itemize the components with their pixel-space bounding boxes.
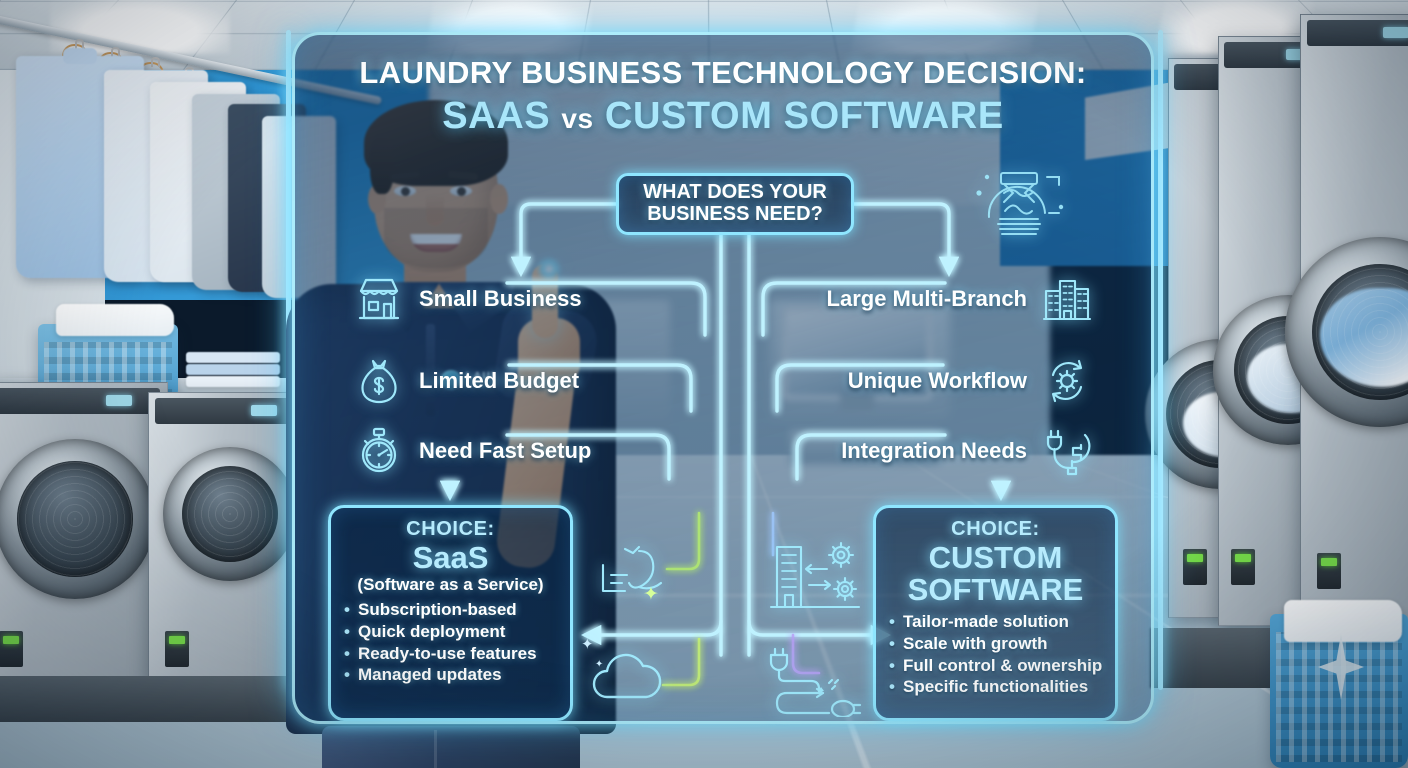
coin-slot (1231, 549, 1255, 585)
shirt-collar (63, 48, 97, 64)
folded-linen (186, 352, 280, 363)
list-item: Specific functionalities (888, 676, 1103, 698)
office-buildings-icon (1041, 273, 1093, 325)
list-item: Scale with growth (888, 633, 1103, 655)
saas-subtitle: (Software as a Service) (343, 575, 558, 595)
branch-item-large-multi-branch[interactable]: Large Multi-Branch (827, 273, 1093, 325)
branch-item-limited-budget[interactable]: Limited Budget (353, 355, 579, 407)
coin-slot (1317, 553, 1341, 589)
decision-node[interactable]: WHAT DOES YOUR BUSINESS NEED? (616, 173, 854, 235)
infographic-panel: LAUNDRY BUSINESS TECHNOLOGY DECISION: SA… (292, 32, 1154, 724)
machine-plinth (0, 676, 310, 722)
sparkle-icon: ✦ (643, 583, 659, 606)
folded-towels (56, 304, 174, 336)
branch-label: Unique Workflow (848, 368, 1027, 394)
branch-label: Integration Needs (841, 438, 1027, 464)
saas-benefits-list: Subscription-based Quick deployment Read… (343, 599, 558, 686)
abstract-tech-circle-icon (967, 155, 1072, 250)
list-item: Quick deployment (343, 621, 558, 643)
decision-node-text: WHAT DOES YOUR BUSINESS NEED? (643, 182, 827, 225)
branch-label: Limited Budget (419, 368, 579, 394)
folded-linen (186, 364, 280, 375)
washing-machine (148, 392, 308, 682)
title-line-1: LAUNDRY BUSINESS TECHNOLOGY DECISION: (295, 55, 1151, 91)
panel-title: LAUNDRY BUSINESS TECHNOLOGY DECISION: SA… (295, 55, 1151, 138)
custom-title-line-2: SOFTWARE (888, 574, 1103, 605)
cloud-icon (583, 643, 681, 709)
branch-label: Small Business (419, 286, 582, 312)
custom-kicker: CHOICE: (888, 518, 1103, 541)
jeans (322, 726, 580, 768)
neon-strip-right (1158, 30, 1163, 690)
washing-machine (1300, 14, 1408, 634)
jeans-seam (434, 730, 437, 768)
folded-linen (186, 376, 280, 387)
storefront-icon (353, 273, 405, 325)
stopwatch-icon (353, 425, 405, 477)
machine-glass (182, 466, 279, 563)
branch-item-integration-needs[interactable]: Integration Needs (841, 425, 1093, 477)
coin-slot (1183, 549, 1207, 585)
branch-label: Large Multi-Branch (827, 286, 1027, 312)
title-line-2: SAAS vs CUSTOM SOFTWARE (295, 95, 1151, 138)
machine-door (163, 447, 297, 581)
coin-slot (165, 631, 189, 667)
document-sparkle-icon (595, 535, 695, 620)
branch-item-unique-workflow[interactable]: Unique Workflow (848, 355, 1093, 407)
title-saas: SAAS (442, 95, 550, 137)
branch-item-small-business[interactable]: Small Business (353, 273, 582, 325)
list-item: Tailor-made solution (888, 611, 1103, 633)
branch-label: Need Fast Setup (419, 438, 591, 464)
list-item: Full control & ownership (888, 655, 1103, 677)
towels-in-basket (1284, 600, 1402, 642)
sparkle-icon: ✦ (581, 635, 594, 653)
machine-door (0, 439, 155, 599)
saas-title: SaaS (343, 542, 558, 573)
list-item: Ready-to-use features (343, 643, 558, 665)
list-item: Managed updates (343, 664, 558, 686)
saas-kicker: CHOICE: (343, 518, 558, 541)
gear-cycle-icon (1041, 355, 1093, 407)
machine-glass (1312, 264, 1408, 401)
laundry-load (1320, 288, 1408, 387)
branch-item-need-fast-setup[interactable]: Need Fast Setup (353, 425, 591, 477)
choice-card-saas[interactable]: CHOICE: SaaS (Software as a Service) Sub… (328, 505, 573, 721)
plug-connector-icon (1041, 425, 1093, 477)
money-bag-icon (353, 355, 405, 407)
decision-line-1: WHAT DOES YOUR (643, 182, 827, 204)
machine-display (1383, 27, 1408, 38)
custom-title-line-1: CUSTOM (888, 542, 1103, 573)
machine-display (106, 395, 132, 406)
title-vs: vs (561, 103, 593, 134)
list-item: Subscription-based (343, 599, 558, 621)
coin-slot (0, 631, 23, 667)
machine-control-panel (155, 398, 300, 424)
choice-card-custom-software[interactable]: CHOICE: CUSTOM SOFTWARE Tailor-made solu… (873, 505, 1118, 721)
machine-display (251, 405, 277, 416)
plug-cable-icon (765, 643, 875, 717)
sparkle-icon: ✦ (595, 659, 603, 670)
title-custom: CUSTOM SOFTWARE (605, 95, 1004, 137)
washing-machine (0, 382, 168, 682)
decision-line-2: BUSINESS NEED? (643, 204, 827, 226)
building-gears-icon (767, 533, 865, 623)
machine-door (1285, 237, 1408, 427)
machine-glass (17, 461, 132, 576)
machine-control-panel (1307, 20, 1408, 46)
machine-control-panel (0, 388, 160, 414)
custom-benefits-list: Tailor-made solution Scale with growth F… (888, 611, 1103, 698)
